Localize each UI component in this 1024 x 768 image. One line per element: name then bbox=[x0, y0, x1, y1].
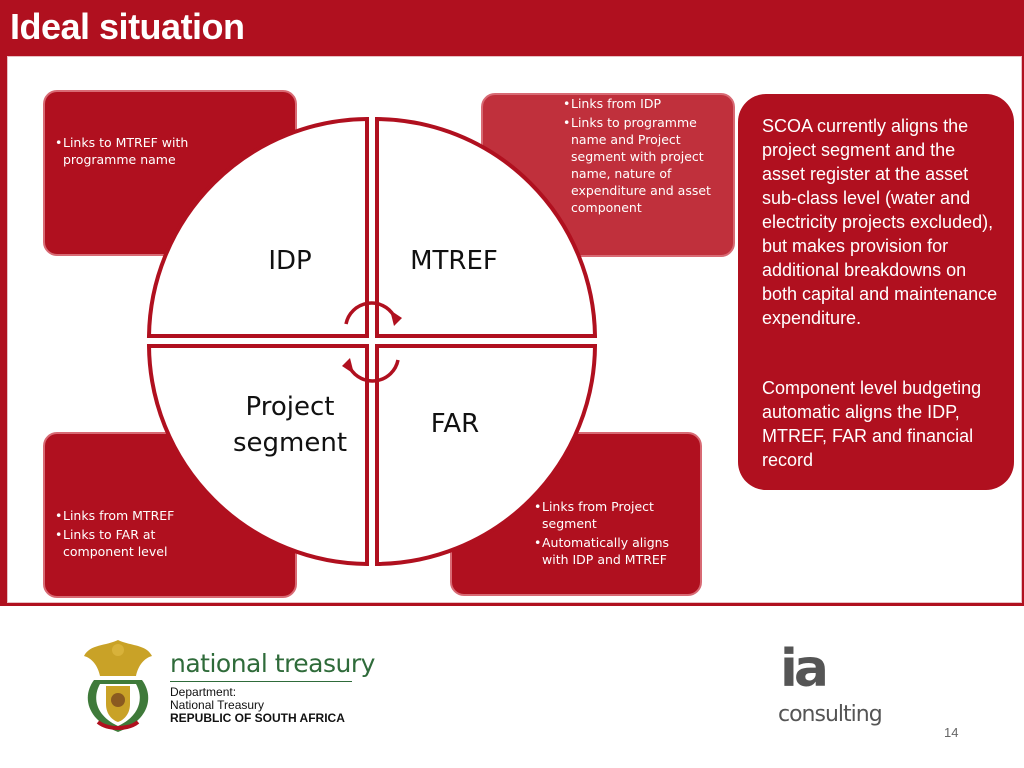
quadrant-label-project-line2: segment bbox=[232, 428, 348, 458]
arrowhead-icon bbox=[390, 310, 402, 326]
treasury-dept-line-2: National Treasury bbox=[170, 698, 265, 712]
quadrant-idp bbox=[146, 116, 369, 338]
quadrant-label-far: FAR bbox=[430, 409, 480, 439]
cycle-diagram bbox=[146, 116, 598, 567]
treasury-dept-line-3: REPUBLIC OF SOUTH AFRICA bbox=[170, 711, 345, 725]
treasury-divider bbox=[170, 681, 352, 682]
coat-of-arms-icon bbox=[84, 640, 152, 732]
page-number: 14 bbox=[944, 725, 959, 740]
list-item: Links to programme name and Project segm… bbox=[563, 114, 723, 216]
quadrant-far bbox=[375, 344, 598, 567]
arrowhead-icon bbox=[342, 358, 354, 374]
ia-logo-mark: ia bbox=[780, 639, 829, 699]
cycle-arrows-icon bbox=[344, 301, 400, 383]
treasury-name: national treasury bbox=[170, 649, 375, 678]
scoa-paragraph-2: Component level budgeting automatic alig… bbox=[762, 378, 982, 470]
ia-consulting-logo: ia consulting bbox=[778, 639, 898, 729]
card-bottom-left: Links from MTREF Links to FAR at compone… bbox=[43, 432, 297, 598]
quadrant-project-segment bbox=[146, 344, 369, 567]
list-item: Links from MTREF bbox=[55, 507, 205, 524]
quadrant-mtref bbox=[375, 116, 598, 338]
list-item: Links to FAR at component level bbox=[55, 526, 205, 560]
quadrant-label-project: Project segment bbox=[220, 389, 360, 461]
quadrant-label-idp: IDP bbox=[268, 246, 312, 276]
list-item: Links from IDP bbox=[563, 95, 723, 112]
treasury-dept-line-1: Department: bbox=[170, 685, 237, 699]
scoa-paragraph-1: SCOA currently aligns the project segmen… bbox=[762, 116, 998, 328]
scoa-note: SCOA currently aligns the project segmen… bbox=[738, 94, 1014, 490]
consulting-text: consulting bbox=[778, 702, 883, 727]
list-item: Links from Project segment bbox=[534, 498, 684, 532]
quadrant-label-project-line1: Project bbox=[245, 392, 335, 422]
quadrant-label-mtref: MTREF bbox=[410, 246, 498, 276]
list-item: Automatically aligns with IDP and MTREF bbox=[534, 534, 684, 568]
list-item: Links to MTREF with programme name bbox=[55, 134, 205, 168]
page-title: Ideal situation bbox=[10, 6, 245, 47]
